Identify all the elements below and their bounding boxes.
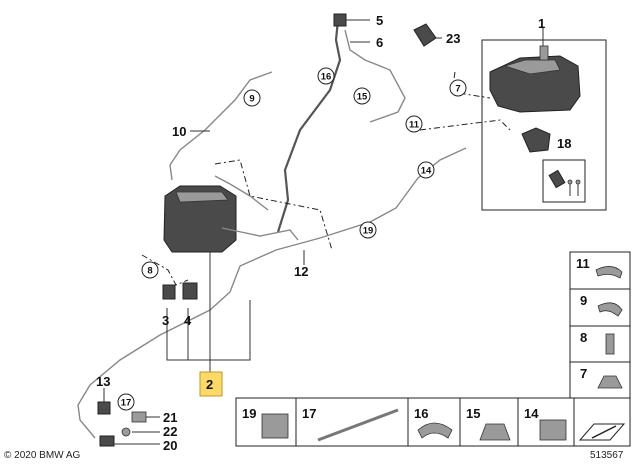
svg-text:8: 8 bbox=[147, 266, 152, 277]
svg-text:7: 7 bbox=[455, 84, 460, 95]
legend-right-7: 7 bbox=[580, 366, 587, 381]
legend-right-9: 9 bbox=[580, 293, 587, 308]
pump-3[interactable] bbox=[162, 284, 176, 300]
label-3: 3 bbox=[162, 313, 169, 328]
svg-text:14: 14 bbox=[421, 166, 432, 177]
legend-right-11: 11 bbox=[576, 256, 590, 271]
washer-tank-small[interactable] bbox=[163, 185, 237, 253]
label-2-highlight bbox=[199, 371, 223, 397]
circle-label-17: 17 bbox=[117, 393, 135, 411]
dash-line-c bbox=[451, 71, 491, 99]
washer-tank-large[interactable] bbox=[489, 45, 581, 113]
svg-text:17: 17 bbox=[121, 398, 132, 409]
label-5: 5 bbox=[376, 13, 383, 28]
line-12[interactable] bbox=[221, 227, 299, 241]
label-1: 1 bbox=[538, 16, 545, 31]
label-12: 12 bbox=[294, 264, 308, 279]
legend-right: 11 9 8 7 bbox=[569, 251, 631, 399]
circle-label-16: 16 bbox=[317, 67, 335, 85]
line-small-tank[interactable] bbox=[214, 175, 269, 211]
pump-4[interactable] bbox=[182, 282, 198, 300]
tank-assembly-frame bbox=[481, 39, 607, 211]
legend-bottom-14: 14 bbox=[524, 406, 539, 421]
svg-text:15: 15 bbox=[357, 92, 368, 103]
circle-label-14: 14 bbox=[417, 161, 435, 179]
label-10: 10 bbox=[172, 124, 186, 139]
label-18: 18 bbox=[557, 136, 571, 151]
bolt-8-icon bbox=[605, 333, 615, 355]
circle-label-19: 19 bbox=[359, 221, 377, 239]
legend-bottom: 19 17 16 15 14 bbox=[235, 397, 631, 447]
dash-line-d bbox=[419, 119, 511, 131]
svg-text:16: 16 bbox=[321, 72, 332, 83]
bracket-14-icon bbox=[539, 419, 567, 441]
nut-7-icon bbox=[597, 375, 623, 389]
holder-19-icon bbox=[261, 413, 289, 439]
svg-text:9: 9 bbox=[249, 94, 254, 105]
legend-bottom-17: 17 bbox=[302, 406, 316, 421]
diagram-number: 513567 bbox=[590, 450, 624, 461]
label-6: 6 bbox=[376, 35, 383, 50]
label-23: 23 bbox=[446, 31, 460, 46]
hose-16[interactable] bbox=[276, 19, 342, 233]
copyright-text: © 2020 BMW AG bbox=[4, 450, 81, 461]
label-13: 13 bbox=[96, 374, 110, 389]
clamp-11-icon bbox=[595, 266, 623, 279]
label-21: 21 bbox=[163, 410, 177, 425]
circle-label-11: 11 bbox=[405, 115, 423, 133]
label-22: 22 bbox=[163, 424, 177, 439]
circle-label-15: 15 bbox=[353, 87, 371, 105]
circle-label-8: 8 bbox=[141, 261, 159, 279]
nut-15-icon bbox=[479, 423, 511, 441]
legend-bottom-19: 19 bbox=[242, 406, 256, 421]
legend-bottom-16: 16 bbox=[414, 406, 428, 421]
legend-right-8: 8 bbox=[580, 330, 587, 345]
label-4: 4 bbox=[184, 313, 192, 328]
dash-line-b bbox=[141, 254, 189, 286]
legend-bottom-15: 15 bbox=[466, 406, 480, 421]
pump-part-18[interactable] bbox=[521, 127, 551, 153]
clip-16-icon bbox=[417, 422, 453, 439]
part-13[interactable] bbox=[97, 401, 111, 415]
label-2: 2 bbox=[206, 377, 213, 392]
line-9[interactable] bbox=[169, 71, 273, 181]
cable-tie-17-icon bbox=[317, 408, 399, 442]
circle-label-7: 7 bbox=[449, 79, 467, 97]
hose-15[interactable] bbox=[344, 29, 406, 123]
circle-label-9: 9 bbox=[243, 89, 261, 107]
dash-line-a bbox=[214, 159, 333, 251]
part-20[interactable] bbox=[99, 435, 115, 447]
label-20: 20 bbox=[163, 438, 177, 453]
svg-text:19: 19 bbox=[363, 226, 374, 237]
line-19[interactable] bbox=[77, 147, 467, 439]
nozzle-5[interactable] bbox=[333, 13, 370, 27]
part-22[interactable] bbox=[121, 427, 131, 437]
part-23[interactable] bbox=[413, 23, 437, 47]
svg-text:11: 11 bbox=[409, 120, 420, 131]
clamp-9-icon bbox=[597, 302, 623, 317]
connector-detail[interactable] bbox=[548, 169, 581, 196]
part-18-detail-frame bbox=[542, 159, 586, 203]
part-21[interactable] bbox=[131, 411, 147, 423]
